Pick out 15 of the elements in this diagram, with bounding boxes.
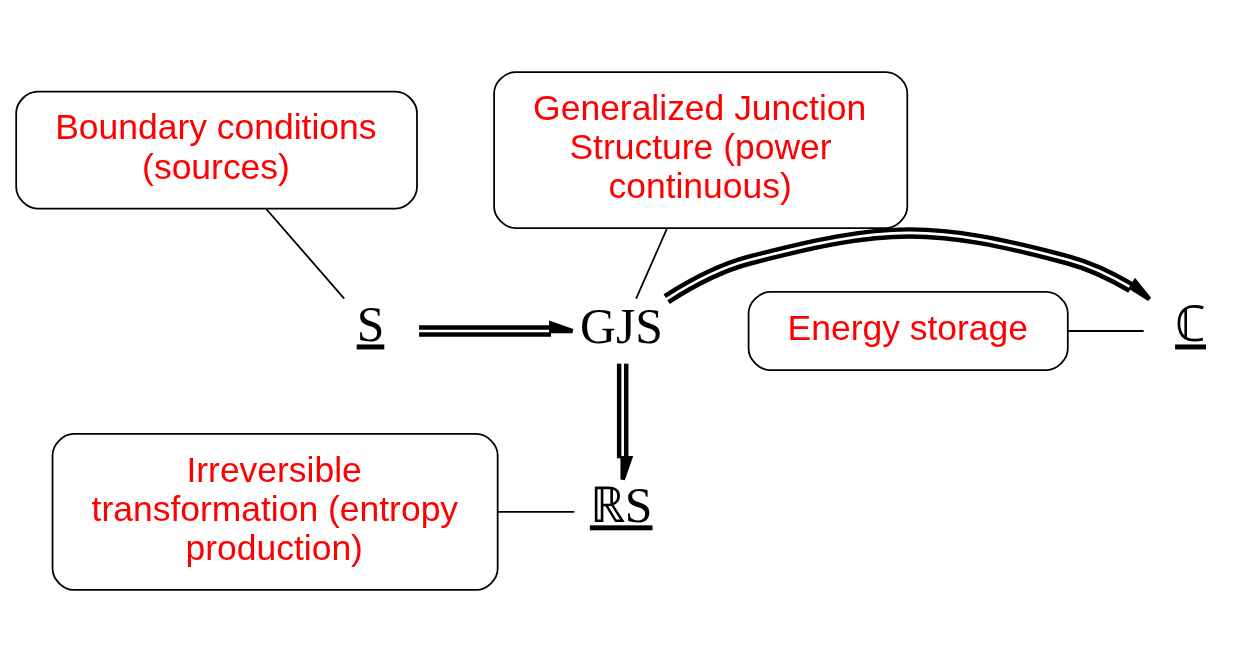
node-box: Energy storage <box>747 291 1069 371</box>
connector <box>496 511 576 513</box>
connector <box>635 227 668 300</box>
node-text: S <box>356 297 385 353</box>
arrow <box>616 363 634 482</box>
arrow <box>663 227 1152 304</box>
arrow <box>419 320 575 337</box>
node-box: Irreversible transformation (entropy production) <box>51 432 499 591</box>
node-text: ℝS <box>589 478 653 534</box>
node-text: GJS <box>580 299 663 355</box>
node-text: ℂ <box>1175 297 1207 353</box>
node-box: Generalized Junction Structure (power continuous) <box>493 71 909 230</box>
connector <box>1067 330 1145 332</box>
node-box: Boundary conditions (sources) <box>15 90 418 210</box>
connector <box>265 208 346 300</box>
